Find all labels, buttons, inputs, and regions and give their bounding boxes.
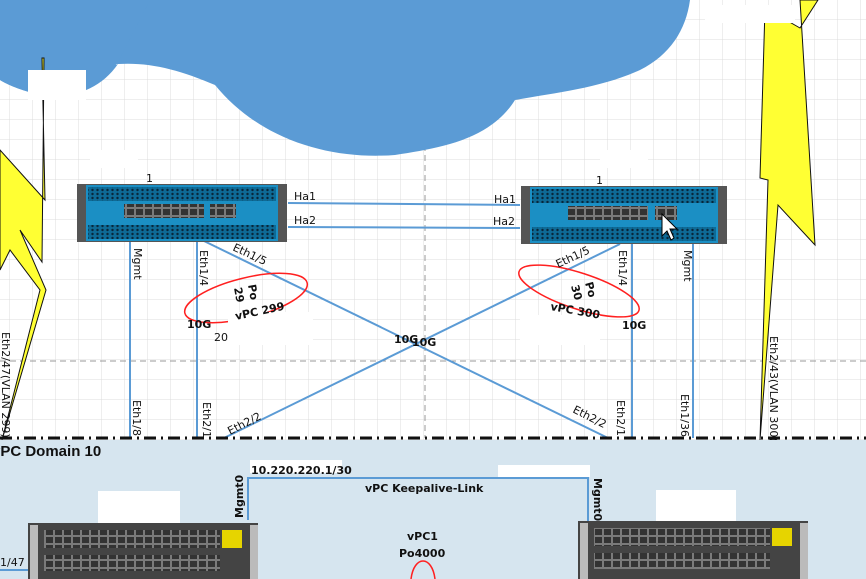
- vpc-domain-title: vPC Domain 10: [0, 443, 101, 460]
- cross-speed-right: 10G: [412, 336, 436, 349]
- lightning-bolt-left: [0, 57, 47, 441]
- redacted-label: [498, 465, 590, 477]
- ha2-link: [287, 226, 521, 229]
- redacted-label: [228, 312, 313, 345]
- ha1-link: [287, 202, 521, 206]
- internet-cloud: [0, 0, 690, 156]
- switch-port-eth21-right: Eth2/1: [614, 400, 627, 436]
- mgmt0-right-label: Mgmt0: [591, 478, 604, 522]
- firewall-right-name: 1: [596, 174, 603, 187]
- vpc-peer-label: vPC1: [407, 530, 438, 543]
- ha2-label-right: Ha2: [493, 215, 515, 228]
- ha2-label-left: Ha2: [294, 214, 316, 227]
- left-po-label: Po: [245, 283, 261, 301]
- redacted-label: [28, 70, 86, 100]
- peer-link-ellipse: [410, 560, 436, 579]
- peer-po-label: Po4000: [399, 547, 446, 560]
- switch-port-eth18: Eth1/8: [130, 400, 143, 436]
- nexus-switch-right[interactable]: [578, 521, 808, 579]
- ha1-label-right: Ha1: [494, 193, 516, 206]
- ha1-label-left: Ha1: [294, 190, 316, 203]
- redacted-label: [656, 490, 736, 522]
- right-speed-label: 10G: [622, 319, 646, 332]
- right-po-number: 30: [568, 283, 585, 301]
- firewall-left-name: 1: [146, 172, 153, 185]
- right-eth15-link: [223, 243, 621, 439]
- right-po-label: Po: [582, 280, 599, 299]
- firewall-left[interactable]: [77, 184, 287, 242]
- right-eth14-label: Eth1/4: [616, 250, 629, 286]
- firewall-right[interactable]: [521, 186, 727, 244]
- redacted-label: [90, 150, 138, 168]
- mgmt0-left-label: Mgmt0: [233, 474, 246, 518]
- left-eth14-label: Eth1/4: [197, 250, 210, 286]
- switch-port-eth136: Eth1/36: [678, 394, 691, 437]
- keepalive-label: vPC Keepalive-Link: [365, 482, 484, 495]
- left-po-number: 29: [231, 286, 246, 303]
- mouse-cursor: [661, 212, 679, 241]
- redacted-label: [520, 315, 600, 345]
- redacted-label: [250, 460, 342, 473]
- port-channel-30-ellipse: [518, 264, 640, 318]
- cross-speed-left: 10G: [394, 333, 418, 346]
- redacted-label: [705, 5, 795, 23]
- uplink-right-label: Eth2/43(VLAN 300): [767, 336, 780, 442]
- keepalive-ip: 10.220.220.1/30: [251, 464, 352, 477]
- left-switch-port-label: 1/47: [0, 556, 25, 569]
- redacted-label: [600, 150, 648, 168]
- switch-port-eth21-left: Eth2/1: [200, 402, 213, 438]
- right-mgmt-label: Mgmt: [681, 250, 694, 282]
- keepalive-link: [247, 477, 589, 522]
- left-speed-label: 10G: [187, 318, 211, 331]
- left-mgmt-label: Mgmt: [131, 248, 144, 280]
- nexus-switch-left[interactable]: [28, 523, 258, 579]
- uplink-left-label: Eth2/47(VLAN 299): [0, 332, 12, 438]
- left-partial-label: 20: [214, 331, 228, 344]
- redacted-label: [98, 491, 180, 523]
